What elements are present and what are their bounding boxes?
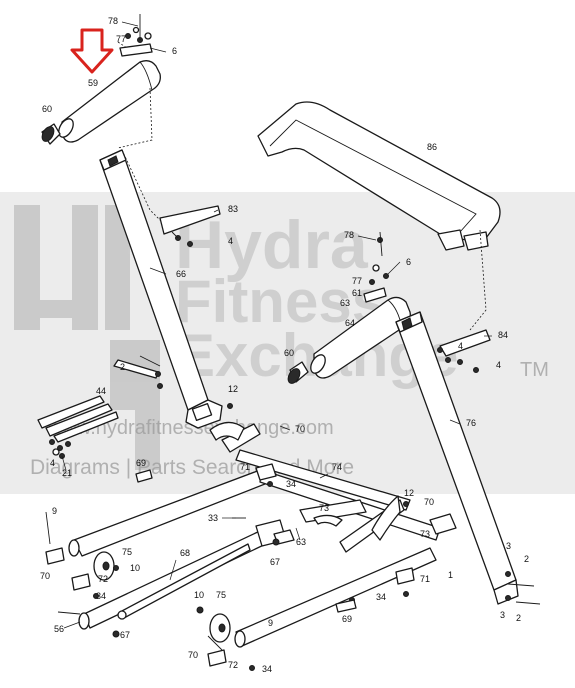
callout-3: 3 — [506, 541, 511, 551]
rods-cluster — [37, 395, 119, 459]
callout-4: 4 — [228, 236, 233, 246]
callout-72: 72 — [98, 574, 108, 584]
left-upright — [99, 149, 223, 429]
callout-77: 77 — [352, 276, 362, 286]
callout-10: 10 — [194, 590, 204, 600]
callout-6: 6 — [172, 46, 177, 56]
callout-2: 2 — [524, 554, 529, 564]
callout-10: 10 — [130, 563, 140, 573]
callout-74: 74 — [332, 462, 342, 472]
callout-70: 70 — [188, 650, 198, 660]
callout-84: 84 — [498, 330, 508, 340]
callout-83: 83 — [228, 204, 238, 214]
left-handle-assembly — [41, 14, 161, 149]
callout-78: 78 — [344, 230, 354, 240]
wheel-left — [93, 551, 115, 581]
callout-12: 12 — [404, 488, 414, 498]
callout-64: 64 — [345, 318, 355, 328]
callout-67: 67 — [270, 557, 280, 567]
callout-68: 68 — [180, 548, 190, 558]
callout-86: 86 — [427, 142, 437, 152]
callout-75: 75 — [122, 547, 132, 557]
left-bracket — [159, 205, 221, 247]
callout-76: 76 — [466, 418, 476, 428]
callout-71: 71 — [420, 574, 430, 584]
callout-63: 63 — [296, 537, 306, 547]
callout-9: 9 — [268, 618, 273, 628]
callout-66: 66 — [176, 269, 186, 279]
callout-44: 44 — [96, 386, 106, 396]
callout-60: 60 — [284, 348, 294, 358]
callout-2: 2 — [120, 362, 125, 372]
base-frame — [68, 421, 441, 648]
watermark-line1: Hydra — [175, 207, 369, 283]
callout-70: 70 — [295, 424, 305, 434]
callout-70: 70 — [40, 571, 50, 581]
callout-69: 69 — [342, 614, 352, 624]
left-screws — [113, 355, 163, 389]
callout-69: 69 — [136, 458, 146, 468]
watermark-line2: Fitness — [175, 268, 385, 335]
leader-lines — [61, 21, 492, 629]
watermark-tm: TM — [520, 359, 549, 381]
callout-60: 60 — [42, 104, 52, 114]
callout-3: 3 — [500, 610, 505, 620]
wheel-right — [209, 613, 231, 643]
callout-59: 59 — [88, 78, 98, 88]
callout-72: 72 — [228, 660, 238, 670]
callout-63: 63 — [340, 298, 350, 308]
callout-61: 61 — [352, 288, 362, 298]
callout-2: 2 — [516, 613, 521, 623]
callout-73: 73 — [420, 529, 430, 539]
callout-1: 1 — [448, 570, 453, 580]
callout-9: 9 — [52, 506, 57, 516]
callout-12: 12 — [228, 384, 238, 394]
callout-4: 4 — [50, 458, 55, 468]
small-hardware — [45, 403, 541, 671]
callout-77: 77 — [116, 34, 126, 44]
crossbar-handle — [257, 101, 501, 251]
callout-34: 34 — [286, 479, 296, 489]
callout-34: 34 — [376, 592, 386, 602]
callout-labels: 78 77 6 59 60 86 83 4 78 6 66 77 61 63 6… — [40, 16, 529, 674]
callout-78: 78 — [108, 16, 118, 26]
callout-56: 56 — [54, 624, 64, 634]
callout-73: 73 — [319, 503, 329, 513]
callout-34: 34 — [96, 591, 106, 601]
callout-75: 75 — [216, 590, 226, 600]
callout-70: 70 — [424, 497, 434, 507]
callout-4: 4 — [496, 360, 501, 370]
watermark-url: www.hydrafitnessexchange.com — [47, 417, 334, 439]
watermark-logo — [14, 205, 160, 470]
callout-6: 6 — [406, 257, 411, 267]
callout-67: 67 — [120, 630, 130, 640]
callout-34: 34 — [262, 664, 272, 674]
callout-21: 21 — [62, 468, 72, 478]
right-upright — [395, 229, 519, 605]
callout-71: 71 — [240, 462, 250, 472]
callout-33: 33 — [208, 513, 218, 523]
highlight-arrow — [70, 28, 114, 74]
callout-4: 4 — [458, 341, 463, 351]
